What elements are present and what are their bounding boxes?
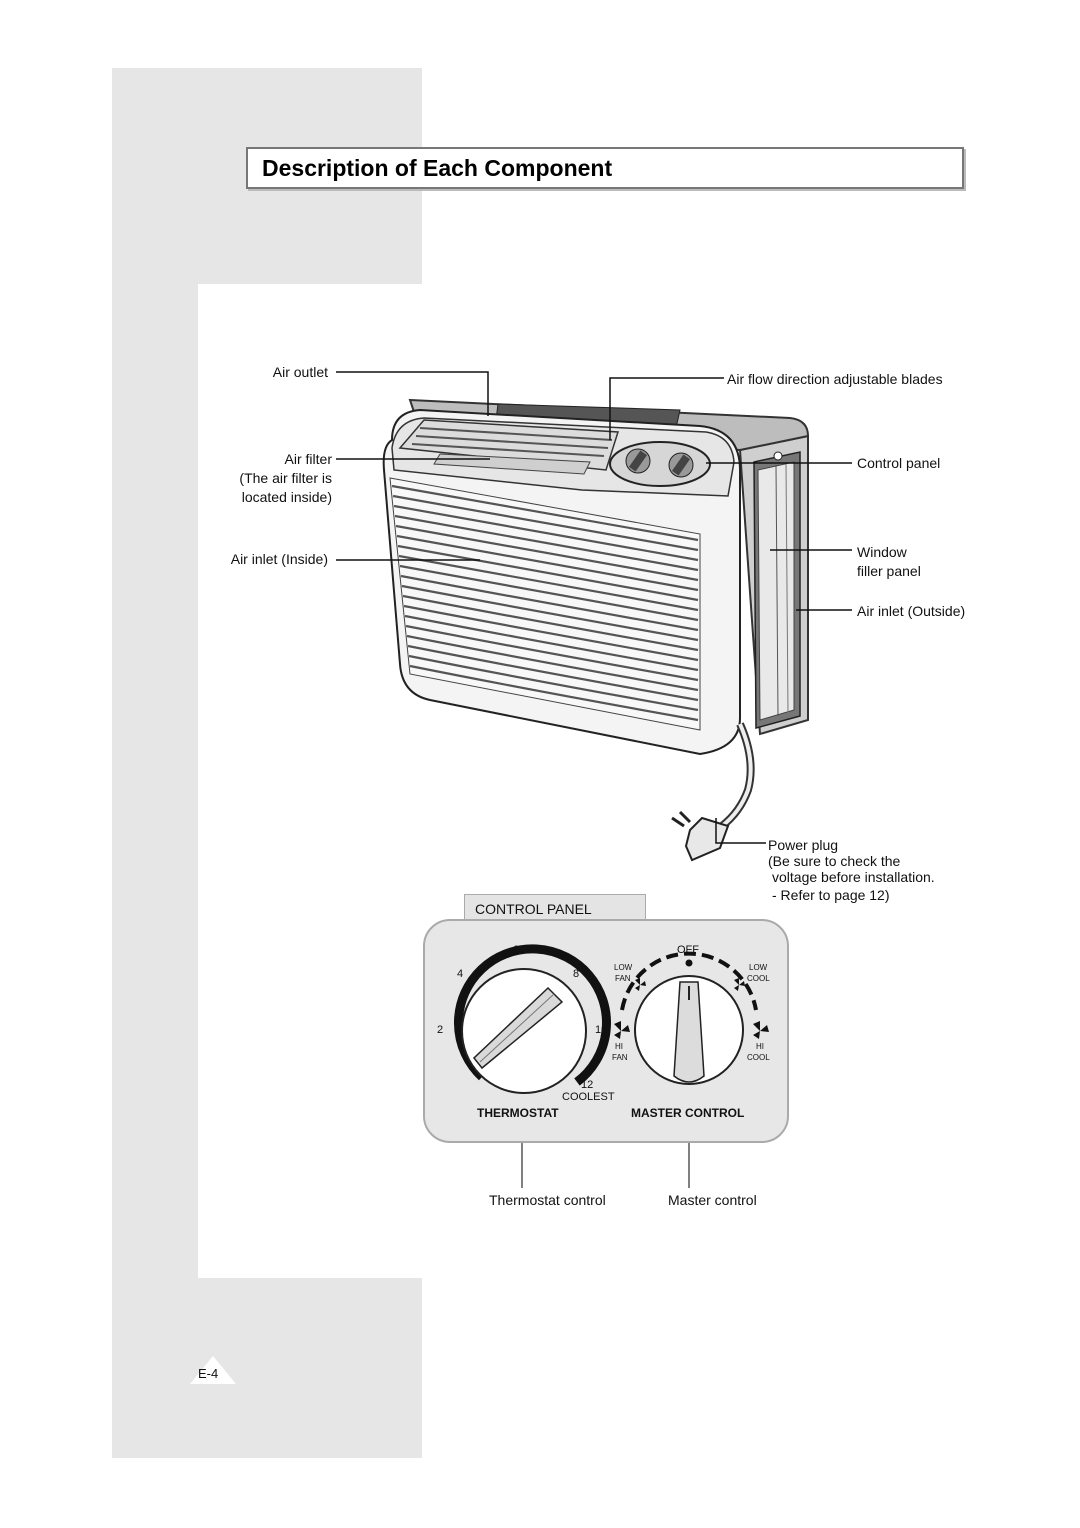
master-pointer — [673, 981, 705, 1083]
label-air-inlet-outside: Air inlet (Outside) — [857, 603, 966, 619]
label-air-outlet: Air outlet — [272, 364, 328, 380]
fan-icon-hi-cool — [753, 1021, 769, 1039]
thermostat-scale-4: 4 — [457, 968, 464, 980]
label-window-filler-1: Window — [857, 544, 907, 560]
thermostat-scale-arc — [454, 944, 611, 1086]
thermostat-coolest: COOLEST — [562, 1091, 615, 1103]
caption-thermostat-control: Thermostat control — [489, 1192, 606, 1208]
master-low-fan-2: FAN — [615, 974, 631, 983]
label-power-plug-note-1: (Be sure to check the — [768, 853, 901, 869]
fan-icon-hi-fan — [614, 1021, 630, 1039]
thermostat-pointer — [472, 986, 564, 1070]
label-control-panel: Control panel — [857, 455, 941, 471]
label-window-filler-2: filler panel — [857, 563, 921, 579]
label-power-plug-note-3: - Refer to page 12) — [772, 887, 890, 903]
thermostat-scale-2: 2 — [437, 1024, 444, 1036]
label-air-inlet-inside: Air inlet (Inside) — [230, 551, 328, 567]
page-tab-side — [112, 68, 198, 1458]
master-hi-cool-1: HI — [756, 1042, 764, 1051]
thermostat-label: THERMOSTAT — [477, 1106, 559, 1120]
label-power-plug-note-2: voltage before installation. — [772, 869, 935, 885]
master-low-fan-1: LOW — [614, 963, 633, 972]
master-hi-fan-2: FAN — [612, 1053, 628, 1062]
control-panel-heading-tab: CONTROL PANEL — [464, 894, 646, 921]
master-control-label: MASTER CONTROL — [631, 1106, 745, 1120]
page-title: Description of Each Component — [262, 155, 613, 181]
control-panel-heading: CONTROL PANEL — [475, 901, 592, 917]
master-low-cool-2: COOL — [747, 974, 770, 983]
title-box: Description of Each Component — [246, 147, 964, 189]
caption-master-control: Master control — [668, 1192, 757, 1208]
thermostat-scale-10: 10 — [595, 1024, 608, 1036]
fan-icon-low-fan — [635, 978, 646, 991]
master-hi-cool-2: COOL — [747, 1053, 770, 1062]
label-air-filter: Air filter — [284, 451, 332, 467]
thermostat-scale-6: 6 — [513, 944, 520, 956]
label-power-plug: Power plug — [768, 837, 839, 853]
master-scale-arc — [620, 951, 758, 1011]
label-air-filter-note-1: (The air filter is — [239, 470, 332, 486]
page-tab-bottom — [112, 1278, 422, 1458]
master-off: OFF — [677, 944, 699, 956]
thermostat-scale-8: 8 — [573, 968, 580, 980]
label-air-flow-blades: Air flow direction adjustable blades — [727, 371, 943, 387]
page-number: E-4 — [198, 1366, 219, 1381]
label-air-filter-note-2: located inside) — [241, 489, 332, 505]
master-low-cool-1: LOW — [749, 963, 768, 972]
master-hi-fan-1: HI — [615, 1042, 623, 1051]
page-number-marker — [190, 1356, 236, 1384]
fan-icon-low-cool — [734, 978, 745, 991]
thermostat-scale-12: 12 — [581, 1079, 594, 1091]
